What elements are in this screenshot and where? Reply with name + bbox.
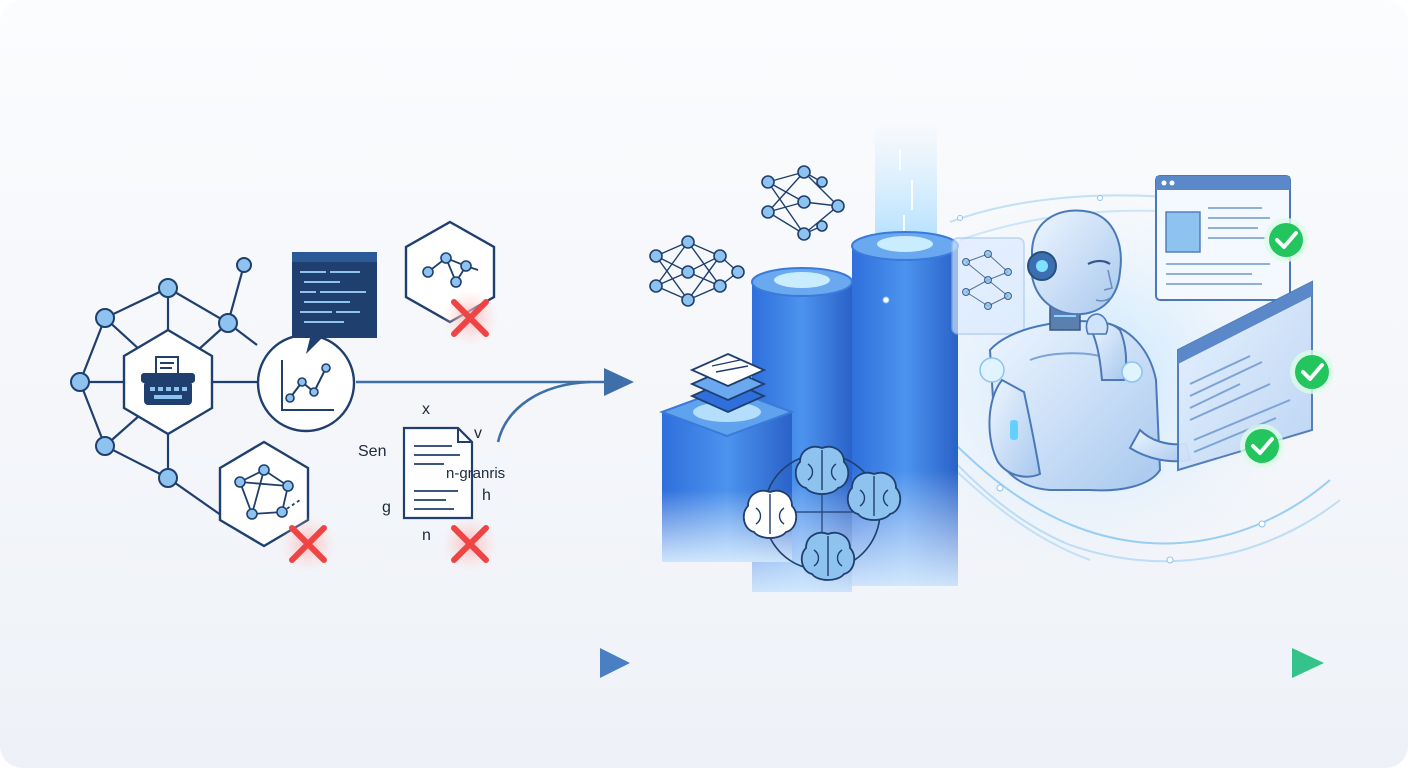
label-g: g xyxy=(382,499,391,516)
brain-icon xyxy=(742,489,798,539)
neural-network-icon xyxy=(761,165,845,241)
red-x-icon xyxy=(442,290,498,346)
red-x-icon xyxy=(280,516,336,572)
red-x-icon xyxy=(442,516,498,572)
transition-arrow xyxy=(356,380,614,443)
graph-hexagon xyxy=(218,440,310,548)
document-stack-icon xyxy=(689,353,767,413)
browser-window-back xyxy=(1155,175,1291,301)
typewriter-hexagon xyxy=(122,328,214,436)
brain-icon xyxy=(800,531,856,581)
label-sen: Sen xyxy=(358,443,386,460)
holo-network-panel xyxy=(951,237,1025,335)
sparkles xyxy=(882,195,1266,564)
green-check-icon xyxy=(1240,424,1284,468)
brain-icon xyxy=(794,445,850,495)
pillar-back xyxy=(851,231,959,586)
brain-cluster xyxy=(742,445,902,581)
neural-network-icon xyxy=(649,235,745,307)
label-x: x xyxy=(422,401,430,418)
typewriter-icon xyxy=(141,356,195,405)
label-v: v xyxy=(474,425,482,442)
green-check-icon xyxy=(1290,350,1334,394)
document-icon xyxy=(402,426,474,520)
brain-icon xyxy=(846,471,902,521)
network-nodes xyxy=(70,257,252,488)
light-beam xyxy=(875,120,937,246)
green-check-icon xyxy=(1264,218,1308,262)
line-chart-icon xyxy=(256,333,356,433)
label-h: h xyxy=(482,487,491,504)
timeline-future xyxy=(652,648,1324,678)
browser-window-front xyxy=(1177,280,1313,472)
robot-thinking-icon xyxy=(979,209,1192,492)
timeline-past xyxy=(76,648,630,678)
label-ngrams: n-granris xyxy=(446,465,505,482)
document-labels: x v Sen n-granris h g n xyxy=(358,401,505,544)
label-n: n xyxy=(422,527,431,544)
arrow-head xyxy=(604,368,634,396)
code-window-icon xyxy=(292,252,377,354)
